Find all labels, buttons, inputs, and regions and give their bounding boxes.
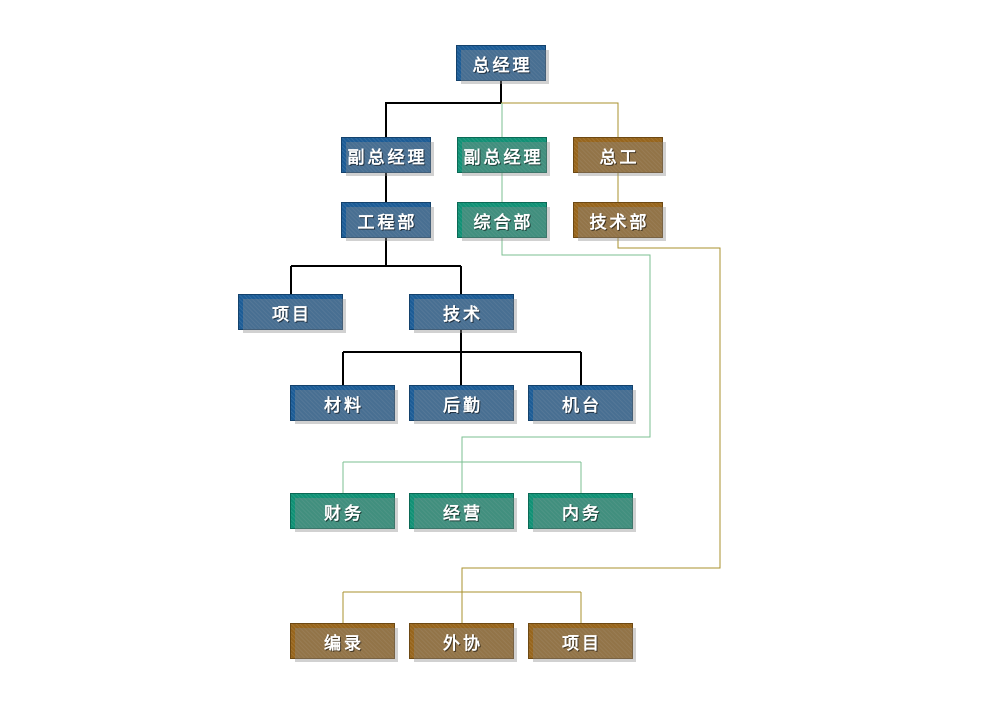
org-node-fuzongjingli-blue[interactable]: 副总经理 — [341, 137, 434, 176]
org-node-label: 项目 — [272, 304, 312, 325]
org-node-neiwu[interactable]: 内务 — [528, 493, 636, 532]
org-node-jishu[interactable]: 技术 — [409, 294, 517, 333]
org-node-jishubu[interactable]: 技术部 — [573, 202, 666, 241]
org-node-label: 技术 — [443, 304, 483, 325]
org-node-label: 内务 — [562, 503, 602, 524]
org-node-label: 机台 — [562, 395, 602, 416]
org-node-zonghebu[interactable]: 综合部 — [457, 202, 550, 241]
org-node-caiwu[interactable]: 财务 — [290, 493, 398, 532]
org-node-gongchengbu[interactable]: 工程部 — [341, 202, 434, 241]
org-node-jingying[interactable]: 经营 — [409, 493, 517, 532]
org-node-label: 综合部 — [473, 212, 534, 233]
connector-c-jishubu-route — [461, 238, 721, 592]
org-node-xiangmu-blue[interactable]: 项目 — [238, 294, 346, 333]
org-node-zongjingli[interactable]: 总经理 — [456, 45, 549, 84]
connector-c-zonghe-route — [461, 238, 651, 462]
org-node-label: 编录 — [324, 633, 364, 654]
org-node-label: 总经理 — [472, 55, 533, 76]
org-node-waixie[interactable]: 外协 — [409, 623, 517, 662]
org-node-cailiao[interactable]: 材料 — [290, 385, 398, 424]
org-node-xiangmu-brown[interactable]: 项目 — [528, 623, 636, 662]
org-node-label: 工程部 — [357, 212, 418, 233]
org-node-label: 经营 — [443, 503, 483, 524]
connector-c-root-bus-right — [501, 102, 619, 137]
org-node-label: 副总经理 — [347, 147, 428, 168]
org-node-fuzongjingli-green[interactable]: 副总经理 — [457, 137, 550, 176]
org-node-bianlu[interactable]: 编录 — [290, 623, 398, 662]
org-node-zonggong[interactable]: 总工 — [573, 137, 666, 176]
org-node-label: 材料 — [324, 395, 364, 416]
org-node-label: 技术部 — [589, 212, 650, 233]
org-node-label: 副总经理 — [463, 147, 544, 168]
org-node-label: 后勤 — [443, 395, 483, 416]
org-node-label: 总工 — [599, 147, 640, 168]
org-node-jitai[interactable]: 机台 — [528, 385, 636, 424]
org-node-label: 外协 — [443, 633, 483, 654]
org-node-houqin[interactable]: 后勤 — [409, 385, 517, 424]
org-node-label: 项目 — [562, 633, 602, 654]
org-node-label: 财务 — [324, 503, 364, 524]
connector-c-root-bus-left — [385, 102, 501, 137]
